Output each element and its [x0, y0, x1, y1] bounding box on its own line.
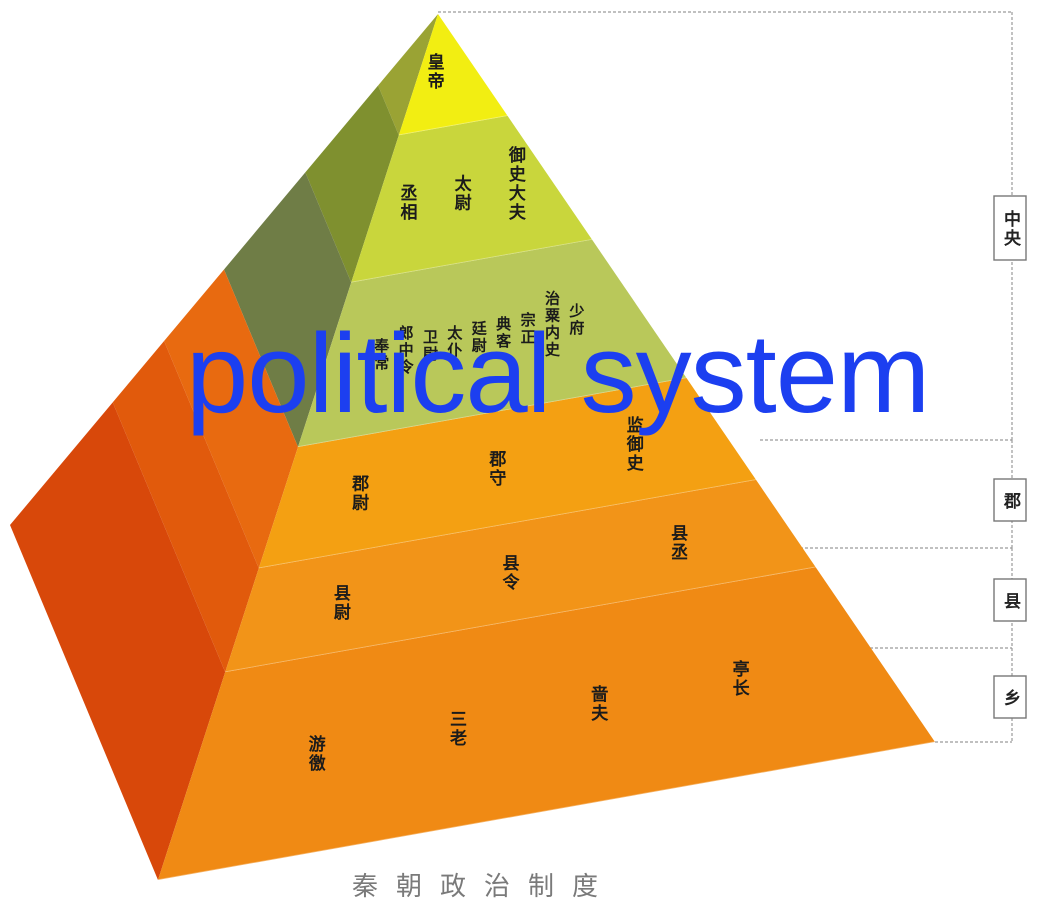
level-label: 中央 [1000, 209, 1021, 248]
level-box-frame [993, 195, 1027, 261]
pyramid-tier-1: 皇帝 [378, 14, 508, 136]
level-box-1: 中央 [993, 195, 1027, 261]
level-box-frame [993, 675, 1027, 719]
tier-front-face [351, 115, 593, 283]
tier-official-label: 太仆 [445, 324, 463, 359]
level-box-4: 乡 [993, 675, 1027, 719]
tier-official-label: 郡尉 [348, 474, 370, 512]
tier-side-face [378, 14, 438, 136]
pyramid-tier-3: 奉常郎中令卫尉太仆廷尉典客宗正治粟内史少府 [224, 172, 687, 448]
tier-official-label: 治粟内史 [543, 290, 561, 359]
tier-official-label: 游徼 [305, 734, 326, 773]
tier-front-face [158, 567, 935, 880]
tier-front-face [258, 378, 757, 569]
tier-official-label: 卫尉 [421, 329, 439, 363]
tier-official-label: 廷尉 [470, 320, 488, 355]
overlay-title: political system [186, 311, 930, 436]
tier-side-face [10, 402, 226, 880]
level-box-3: 县 [993, 578, 1027, 622]
tier-divider [157, 741, 936, 881]
tier-side-face [164, 269, 298, 569]
tier-official-label: 三老 [446, 710, 468, 748]
tier-official-label: 典客 [494, 315, 512, 350]
level-box-frame [993, 478, 1027, 522]
tier-official-label: 太尉 [451, 174, 472, 213]
tier-official-label: 郡守 [485, 450, 507, 488]
tier-side-face [224, 172, 352, 447]
tier-official-label: 郎中令 [397, 324, 415, 376]
tier-official-label: 丞相 [396, 184, 417, 222]
tier-official-label: 御史大夫 [505, 145, 527, 222]
tier-official-label: 少府 [567, 302, 585, 337]
tier-official-label: 皇帝 [424, 52, 445, 91]
tier-front-face [298, 239, 687, 447]
tier-official-label: 亭长 [729, 659, 750, 698]
tier-front-face [398, 14, 508, 136]
pyramid-tier-6: 游徼 三老 啬夫 亭长 [10, 402, 936, 881]
tier-official-label: 啬夫 [587, 684, 608, 723]
tier-side-face [112, 341, 259, 673]
level-label: 县 [1000, 592, 1021, 611]
level-label: 乡 [1000, 689, 1021, 708]
tier-official-label: 县丞 [667, 524, 688, 562]
tier-side-face [305, 85, 399, 283]
level-box-frame [993, 578, 1027, 622]
diagram-caption: 秦朝政治制度 [352, 872, 617, 902]
tier-official-label: 县令 [499, 554, 520, 592]
tier-official-label: 监御史 [623, 415, 645, 473]
level-box-2: 郡 [993, 478, 1027, 522]
tier-official-label: 宗正 [519, 311, 537, 346]
level-label: 郡 [1000, 492, 1022, 511]
pyramid-tier-5: 县尉 县令 县丞 [112, 341, 816, 673]
tier-official-label: 县尉 [330, 584, 351, 622]
tier-front-face [225, 479, 816, 673]
tier-official-label: 奉常 [372, 337, 390, 372]
